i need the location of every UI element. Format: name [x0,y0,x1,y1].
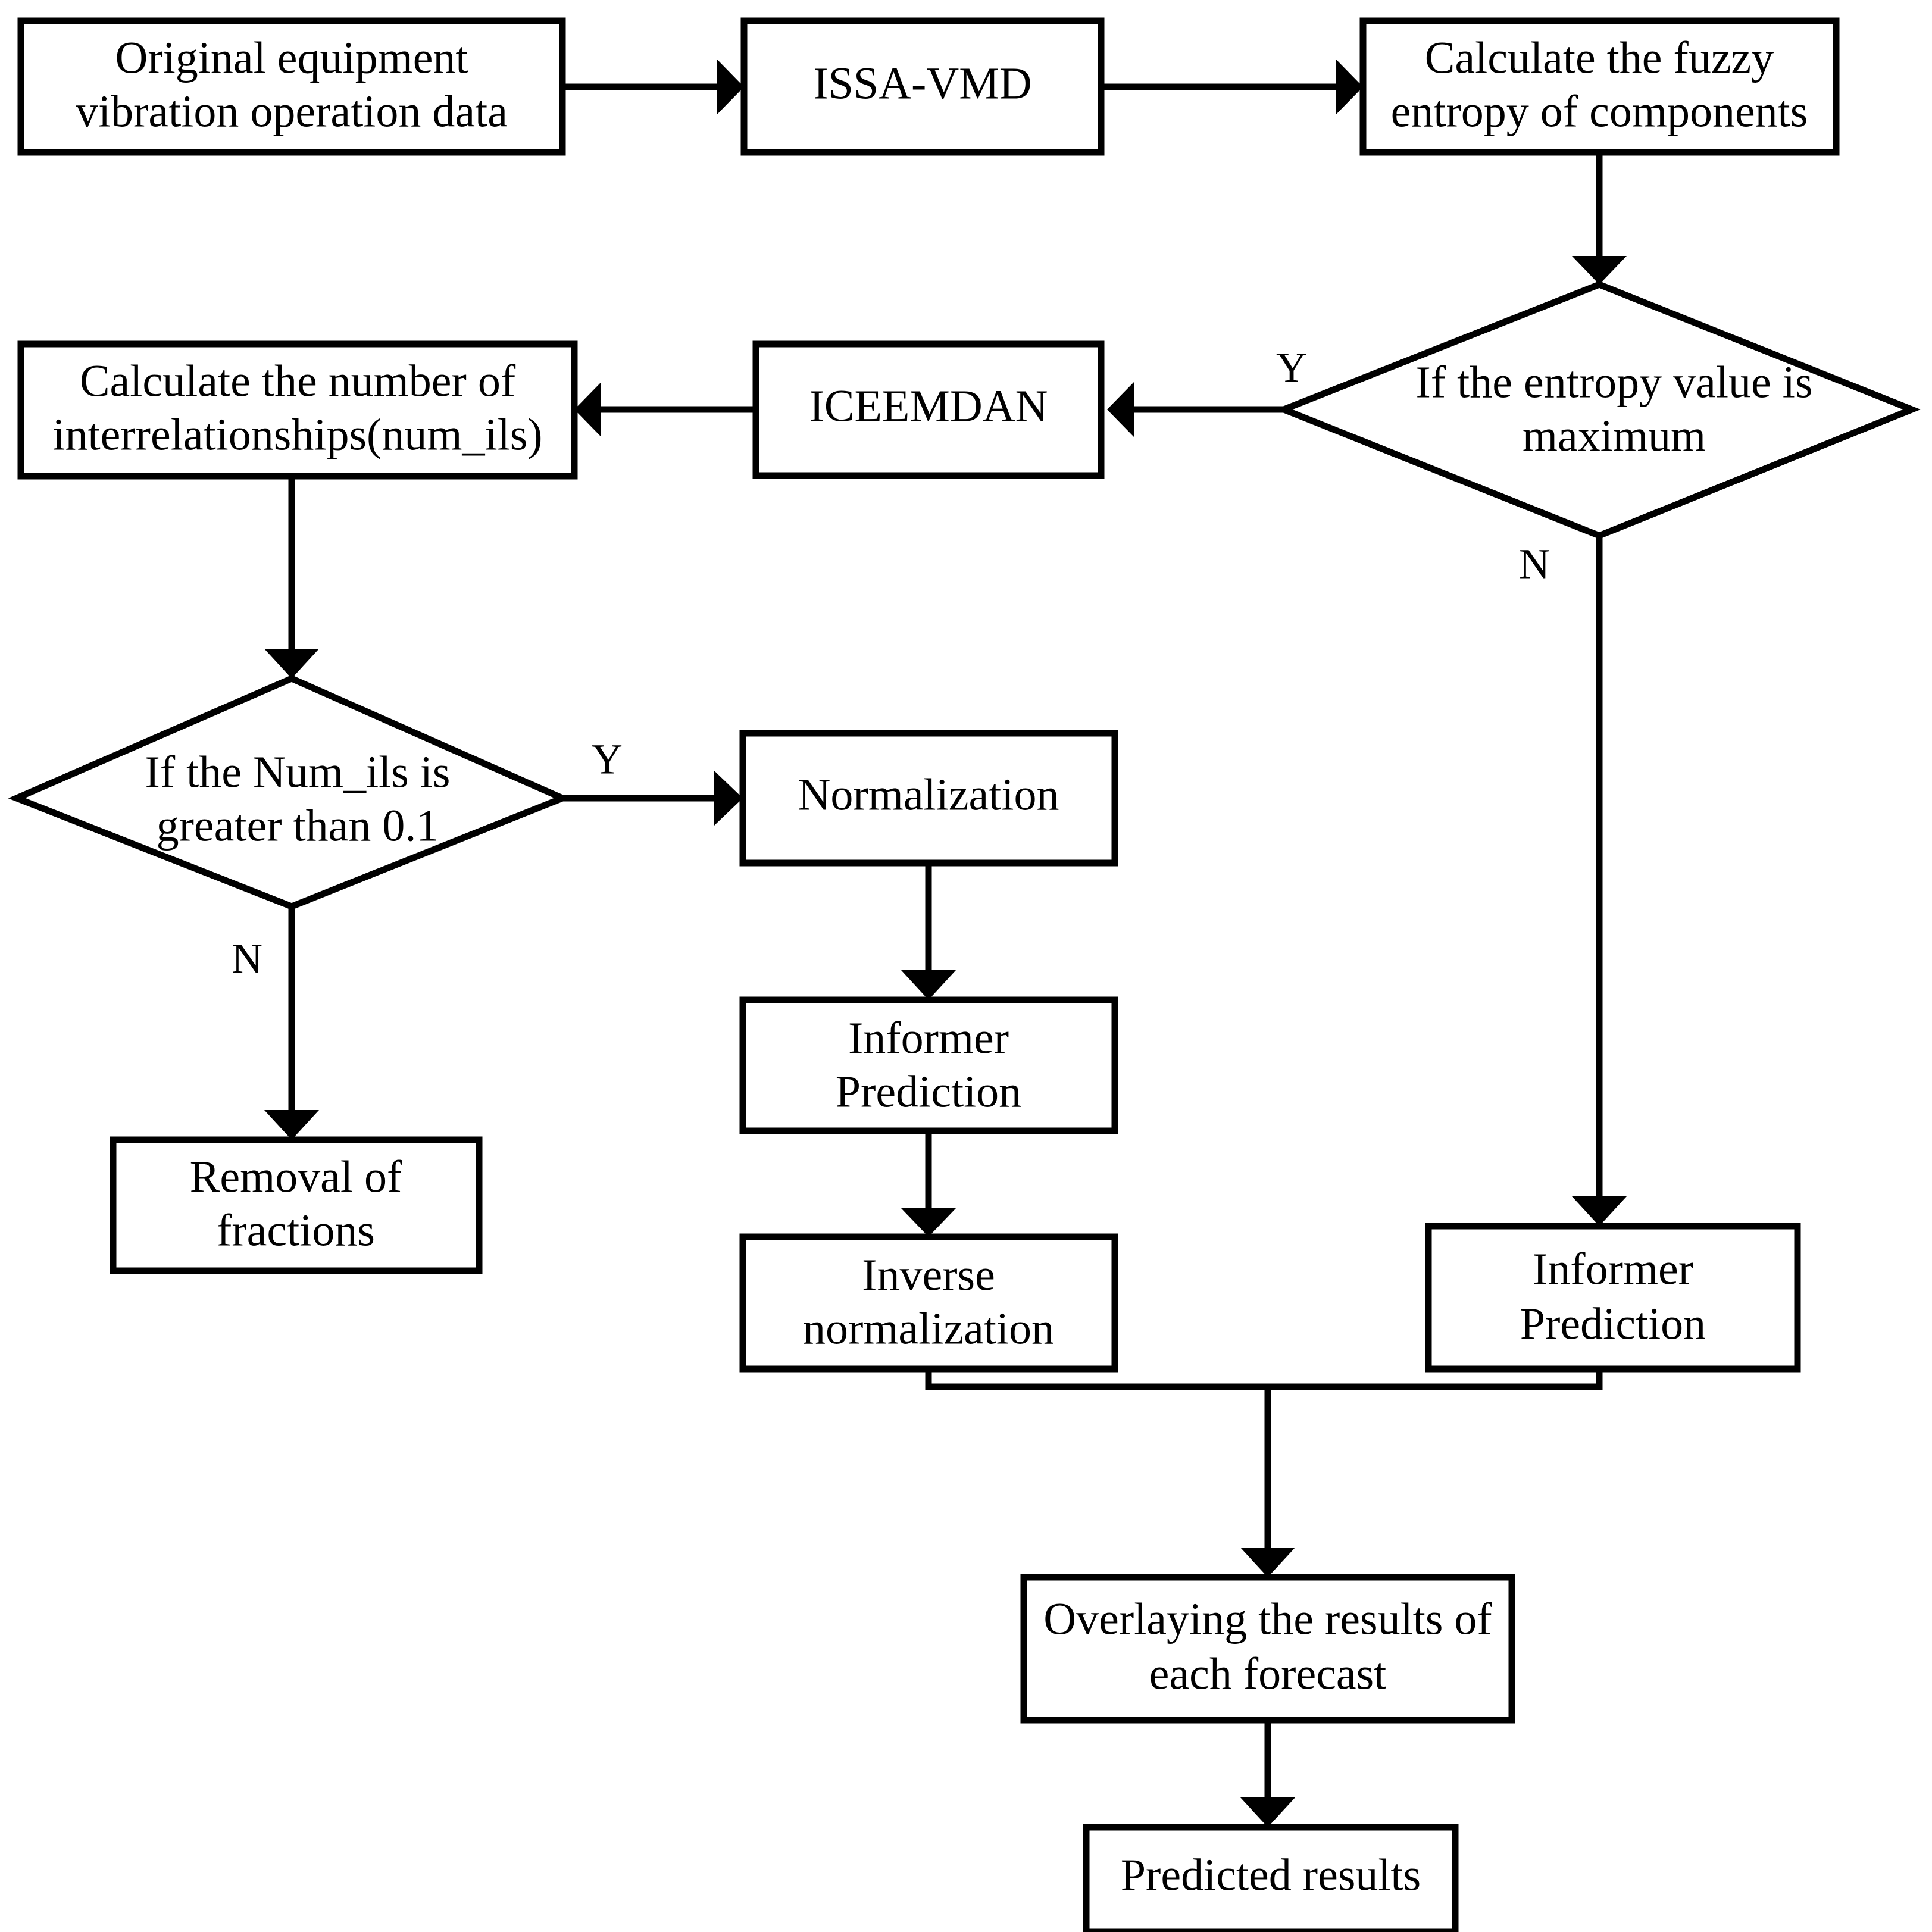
node-informer-prediction-center[interactable]: Informer Prediction [739,996,1118,1134]
node-informer-prediction-center-line-1: Informer [848,1013,1009,1063]
node-issa-vmd-shape [740,17,1105,156]
node-normalization[interactable]: Normalization [739,730,1118,867]
node-issa-vmd[interactable]: ISSA-VMD [740,17,1105,156]
node-predicted-results-shape [1083,1824,1459,1932]
node-fuzzy-entropy-line-1: Calculate the fuzzy [1425,33,1774,83]
arrowhead-num-ils-to-numils-decision [264,649,319,679]
node-predicted-results[interactable]: Predicted results [1083,1824,1459,1932]
arrowhead-entropy-decision-to-informer-right [1572,1196,1627,1226]
node-removal-fractions[interactable]: Removal of fractions [110,1136,483,1274]
node-removal-fractions-line-1: Removal of [190,1152,402,1202]
edge-labels-group: Y N Y N [232,344,1550,983]
edge-label-numils-yes: Y [592,736,623,783]
node-removal-fractions-shape [110,1136,483,1274]
node-inverse-normalization-line-1: Inverse [862,1250,995,1300]
arrowhead-issa-vmd-to-fuzzy-entropy [1336,60,1363,114]
node-original-data[interactable]: Original equipment vibration operation d… [17,17,566,156]
node-fuzzy-entropy-line-2: entropy of components [1391,86,1808,136]
arrowhead-numils-decision-to-normalization [714,771,743,826]
arrowhead-original-data-to-issa-vmd [717,60,744,114]
node-informer-prediction-right[interactable]: Informer Prediction [1425,1223,1801,1373]
arrowhead-iceemdan-to-num-ils [574,382,601,437]
arrowhead-merge-to-overlaying-results [1240,1548,1295,1577]
connectors-group [264,60,1627,1827]
node-num-ils[interactable]: Calculate the number of interrelationshi… [17,340,578,480]
arrowhead-informer-center-to-inverse-normalization [901,1208,956,1237]
node-informer-prediction-right-shape [1425,1223,1801,1373]
node-numils-decision-line-2: greater than 0.1 [157,801,439,851]
node-overlaying-results-shape [1020,1574,1515,1724]
node-entropy-decision-shape [1275,281,1921,539]
edge-label-numils-no: N [232,935,262,983]
arrowhead-normalization-to-informer-center [901,970,956,1000]
node-entropy-decision-line-1: If the entropy value is [1416,357,1813,407]
node-num-ils-line-2: interrelationships(num_ils) [52,409,542,459]
node-informer-prediction-center-line-2: Prediction [836,1067,1021,1117]
node-informer-prediction-center-shape [739,996,1118,1134]
node-numils-decision-shape [8,674,571,910]
node-iceemdan[interactable]: ICEEMDAN [752,340,1105,479]
node-original-data-line-1: Original equipment [115,33,468,83]
arrowhead-overlaying-to-predicted-results [1240,1797,1295,1827]
node-overlaying-results-line-1: Overlaying the results of [1043,1594,1492,1644]
node-num-ils-shape [17,340,578,480]
arrowhead-fuzzy-entropy-to-entropy-decision [1572,256,1627,285]
edge-label-entropy-yes: Y [1276,344,1307,392]
node-informer-prediction-right-line-2: Prediction [1520,1299,1706,1349]
edge-merge-junction [925,1369,1603,1390]
node-iceemdan-label: ICEEMDAN [809,381,1048,431]
node-removal-fractions-line-2: fractions [217,1205,375,1255]
node-numils-decision[interactable]: If the Num_ils is greater than 0.1 [8,674,571,910]
node-normalization-shape [739,730,1118,867]
node-inverse-normalization-shape [739,1233,1118,1373]
node-entropy-decision[interactable]: If the entropy value is maximum [1275,281,1921,539]
edge-label-entropy-no: N [1519,540,1550,588]
node-iceemdan-shape [752,340,1105,479]
node-entropy-decision-line-2: maximum [1523,411,1706,461]
node-fuzzy-entropy-shape [1359,17,1840,156]
node-num-ils-line-1: Calculate the number of [80,356,516,406]
node-original-data-line-2: vibration operation data [76,86,508,136]
node-inverse-normalization[interactable]: Inverse normalization [739,1233,1118,1373]
node-overlaying-results[interactable]: Overlaying the results of each forecast [1020,1574,1515,1724]
node-predicted-results-label: Predicted results [1121,1850,1421,1900]
node-original-data-shape [17,17,566,156]
node-numils-decision-line-1: If the Num_ils is [145,747,451,797]
node-overlaying-results-line-2: each forecast [1149,1649,1387,1699]
node-normalization-label: Normalization [798,770,1059,820]
node-informer-prediction-right-line-1: Informer [1533,1244,1693,1294]
arrowhead-entropy-decision-to-iceemdan [1107,382,1134,437]
arrowhead-numils-decision-to-removal-fractions [264,1110,319,1140]
node-fuzzy-entropy[interactable]: Calculate the fuzzy entropy of component… [1359,17,1840,156]
node-inverse-normalization-line-2: normalization [803,1303,1054,1353]
node-issa-vmd-label: ISSA-VMD [813,58,1031,108]
